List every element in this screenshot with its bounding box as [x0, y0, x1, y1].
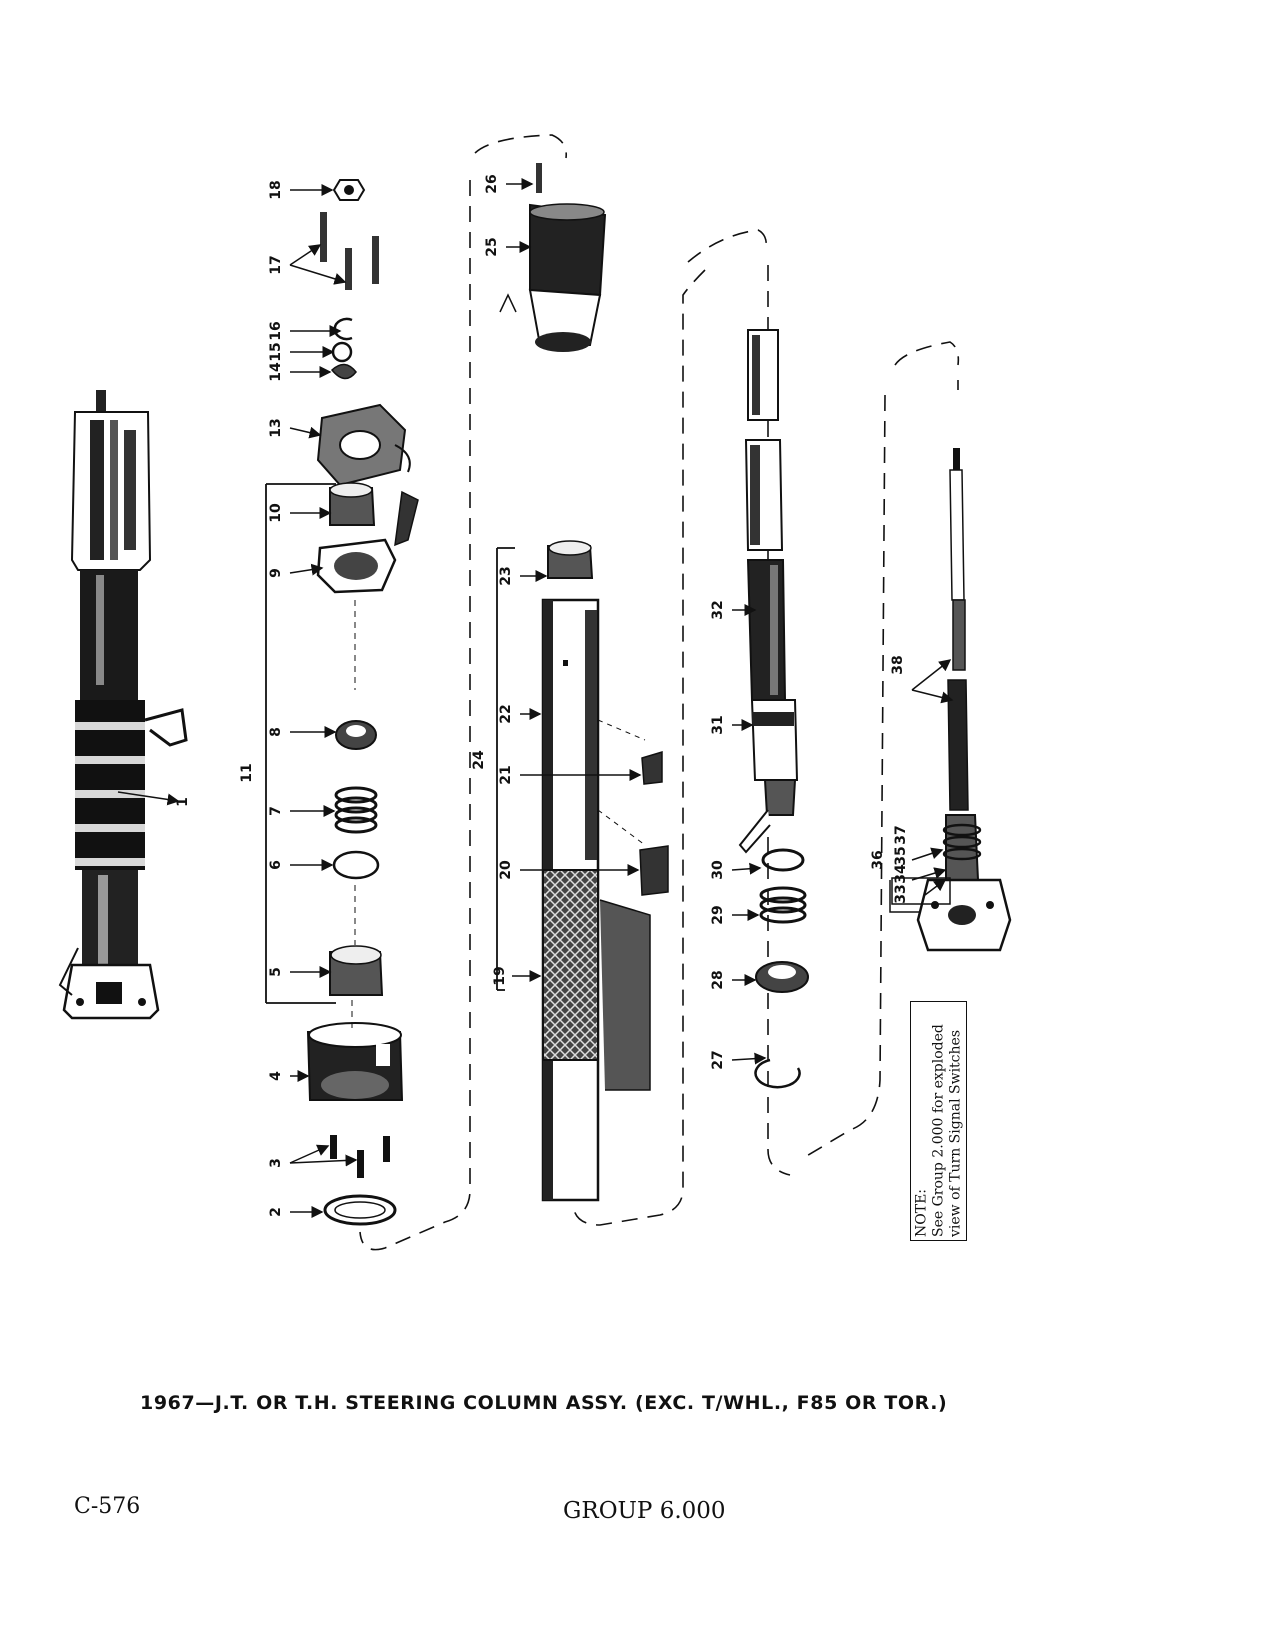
callout-1: 1 — [175, 797, 191, 807]
callout-3: 3 — [268, 1158, 284, 1168]
callout-20: 20 — [498, 860, 514, 880]
part-nut-18 — [332, 179, 366, 201]
callout-9: 9 — [268, 568, 284, 578]
callout-10: 10 — [268, 503, 284, 523]
callout-17: 17 — [268, 255, 284, 274]
callout-13: 13 — [268, 418, 284, 437]
callout-37: 37 — [893, 825, 909, 844]
part-spring-7 — [334, 786, 378, 834]
note-box: NOTE: See Group 2.000 for exploded view … — [910, 1001, 967, 1241]
part-steering-column-assembly — [58, 390, 188, 1020]
callout-28: 28 — [710, 970, 726, 989]
callout-5: 5 — [268, 967, 284, 977]
part-clips-14-16 — [330, 317, 357, 380]
callout-21: 21 — [498, 765, 514, 784]
callout-38: 38 — [890, 655, 906, 674]
callout-labels: 1234567891011131415161718192021222324252… — [175, 174, 909, 1217]
callout-23: 23 — [498, 566, 514, 585]
part-snap-ring-27 — [754, 1058, 801, 1089]
page-code: C-576 — [74, 1494, 141, 1519]
part-lower-shaft-38 — [947, 448, 969, 811]
callout-32: 32 — [710, 600, 726, 619]
callout-15: 15 — [268, 342, 284, 361]
callout-6: 6 — [268, 860, 284, 870]
callout-30: 30 — [710, 860, 726, 880]
callout-24: 24 — [471, 750, 487, 770]
callout-27: 27 — [710, 1050, 726, 1069]
callout-7: 7 — [268, 806, 284, 816]
callout-8: 8 — [268, 727, 284, 737]
callout-26: 26 — [484, 174, 500, 193]
part-washer-6 — [332, 850, 380, 880]
callout-36: 36 — [870, 850, 886, 869]
part-springs-3 — [330, 1135, 390, 1178]
part-bearing-8 — [335, 720, 377, 750]
part-washer-30 — [761, 848, 805, 872]
group-label: GROUP 6.000 — [563, 1498, 726, 1524]
figure-caption: 1967—J.T. OR T.H. STEERING COLUMN ASSY. … — [140, 1392, 948, 1414]
callout-25: 25 — [484, 237, 500, 256]
callout-4: 4 — [268, 1071, 284, 1081]
callout-33: 33 — [893, 884, 909, 903]
bracket-11 — [265, 483, 336, 1004]
note-title: NOTE: — [913, 1188, 929, 1237]
part-housing-9 — [316, 538, 397, 594]
callout-14: 14 — [268, 362, 284, 382]
part-shift-tube-19 — [542, 869, 651, 1091]
callout-18: 18 — [268, 180, 284, 199]
part-upper-shaft-32 — [744, 329, 787, 701]
callout-34: 34 — [893, 864, 909, 884]
leader-arrows — [289, 178, 954, 1218]
part-bearing-assy-33-37 — [916, 814, 1012, 952]
part-bushing-10 — [329, 482, 376, 526]
callout-35: 35 — [893, 846, 909, 865]
callout-29: 29 — [710, 905, 726, 924]
part-cam-plate-13 — [316, 403, 411, 487]
note-line-2: view of Turn Signal Switches — [947, 1029, 963, 1237]
callout-16: 16 — [268, 321, 284, 340]
bracket-19-24 — [496, 547, 515, 991]
callout-2: 2 — [268, 1207, 284, 1217]
callout-11: 11 — [239, 763, 255, 782]
part-bearing-28 — [755, 961, 809, 993]
part-cover-25 — [528, 203, 607, 352]
part-spring-29 — [759, 886, 807, 924]
callout-19: 19 — [492, 966, 508, 985]
part-bushing-5 — [329, 945, 384, 996]
part-housing-4 — [306, 1022, 404, 1101]
part-gate-21 — [641, 750, 663, 785]
callout-31: 31 — [710, 715, 726, 734]
note-text: NOTE: See Group 2.000 for exploded view … — [913, 1005, 964, 1237]
callout-22: 22 — [498, 704, 514, 723]
note-line-1: See Group 2.000 for exploded — [930, 1024, 946, 1237]
part-pin-26 — [536, 163, 542, 193]
part-shift-bowl-31 — [738, 699, 799, 854]
part-screws-17 — [320, 212, 379, 290]
part-bowl-20 — [639, 845, 669, 896]
part-ring-23 — [547, 540, 594, 579]
part-retainer-2 — [323, 1194, 397, 1226]
